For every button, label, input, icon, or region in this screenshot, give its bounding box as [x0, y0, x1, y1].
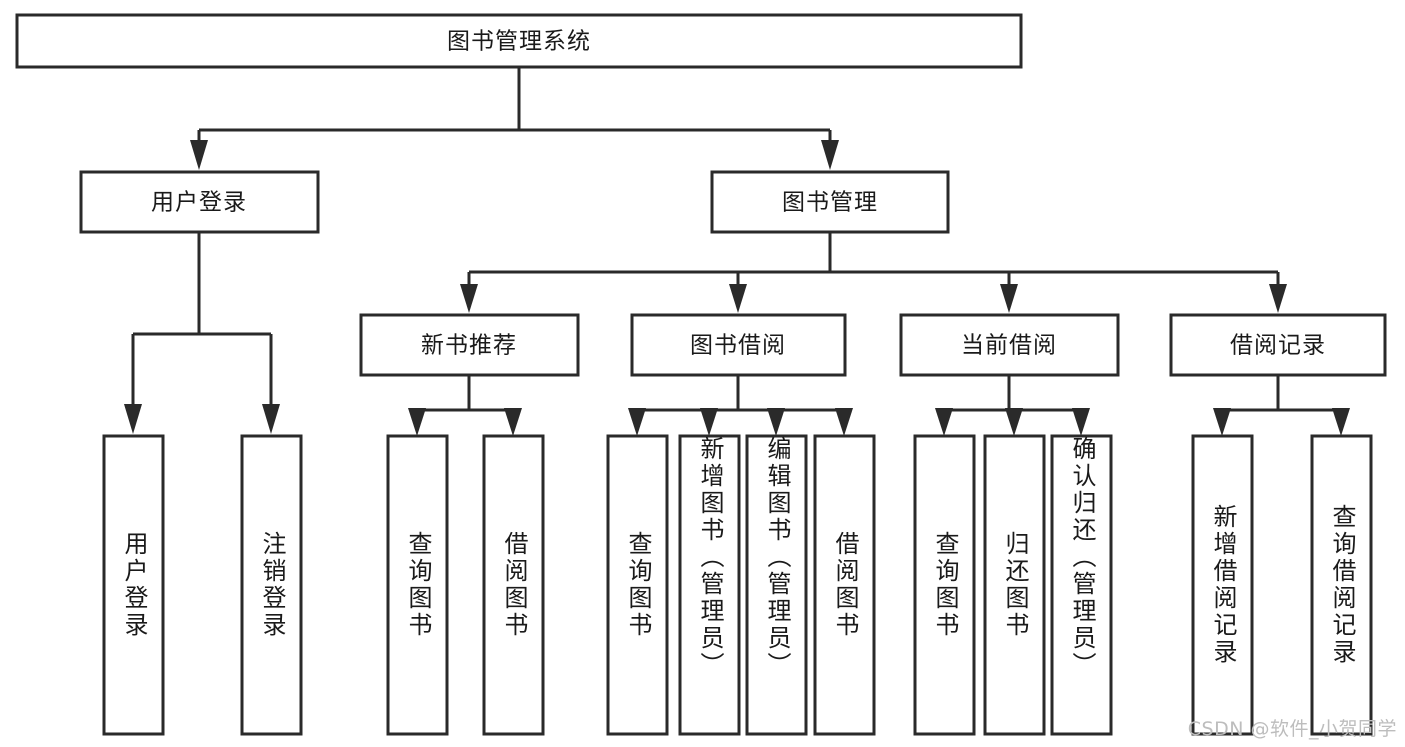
node-root-label: 图书管理系统 — [447, 29, 591, 55]
arrow-head-bookborrow-leaf-2 — [700, 408, 718, 436]
node-user-login-label: 用户登录 — [151, 190, 247, 216]
leaf-box-user-login-1[interactable] — [102, 434, 165, 736]
arrow-head-leaf-logout — [262, 404, 280, 434]
connector-group — [124, 67, 1350, 436]
node-borrow-record-box — [1169, 313, 1387, 377]
arrow-head-borrowrecord-leaf-1 — [1213, 408, 1231, 436]
arrow-head-borrowrecord-leaf-2 — [1332, 408, 1350, 436]
arrow-head-newbook-leaf-1 — [408, 408, 426, 436]
node-new-book-recommend[interactable]: 新书推荐 — [359, 313, 580, 377]
node-new-book-recommend-label: 新书推荐 — [421, 333, 517, 359]
node-borrow-record[interactable]: 借阅记录 — [1169, 313, 1387, 377]
leaf-box-group — [102, 434, 1373, 736]
node-user-login[interactable]: 用户登录 — [79, 170, 320, 234]
arrow-head-book-borrow — [729, 284, 747, 313]
arrow-head-newbook-leaf-2 — [504, 408, 522, 436]
node-book-borrow-box — [630, 313, 847, 377]
node-borrow-record-label: 借阅记录 — [1230, 333, 1326, 359]
csdn-watermark: CSDN @软件_小贺同学 — [1187, 718, 1397, 740]
node-current-borrow-box — [899, 313, 1120, 377]
leaf-box-user-login-2[interactable] — [240, 434, 303, 736]
node-user-login-box — [79, 170, 320, 234]
leaf-box-borrow-record-2[interactable] — [1310, 434, 1373, 736]
leaf-box-current-borrow-1[interactable] — [913, 434, 976, 736]
arrow-head-currentborrow-leaf-2 — [1005, 408, 1023, 436]
arrow-head-user-login — [190, 140, 208, 170]
arrow-head-current-borrow — [1000, 284, 1018, 313]
node-book-manage-label: 图书管理 — [782, 190, 878, 216]
arrow-head-new-book — [460, 284, 478, 313]
leaf-box-new-book-2[interactable] — [482, 434, 545, 736]
arrow-head-bookborrow-leaf-3 — [767, 408, 785, 436]
arrow-head-book-manage — [821, 140, 839, 170]
node-book-manage-box — [710, 170, 950, 234]
leaf-box-borrow-record-1[interactable] — [1191, 434, 1254, 736]
node-new-book-recommend-box — [359, 313, 580, 377]
arrow-head-currentborrow-leaf-1 — [935, 408, 953, 436]
leaf-box-book-borrow-2[interactable] — [678, 434, 741, 736]
node-book-borrow[interactable]: 图书借阅 — [630, 313, 847, 377]
leaf-box-book-borrow-4[interactable] — [813, 434, 876, 736]
leaf-box-current-borrow-2[interactable] — [983, 434, 1046, 736]
arrow-head-borrow-record — [1269, 284, 1287, 313]
node-book-borrow-label: 图书借阅 — [690, 333, 786, 359]
node-current-borrow-label: 当前借阅 — [961, 333, 1057, 359]
node-book-manage[interactable]: 图书管理 — [710, 170, 950, 234]
arrow-head-bookborrow-leaf-1 — [628, 408, 646, 436]
leaf-box-new-book-1[interactable] — [386, 434, 449, 736]
node-root-box — [15, 13, 1023, 69]
arrow-head-bookborrow-leaf-4 — [835, 408, 853, 436]
leaf-box-book-borrow-1[interactable] — [606, 434, 669, 736]
node-current-borrow[interactable]: 当前借阅 — [899, 313, 1120, 377]
leaf-box-current-borrow-3[interactable] — [1050, 434, 1113, 736]
arrow-head-leaf-user-login — [124, 404, 142, 434]
arrow-head-currentborrow-leaf-3 — [1072, 408, 1090, 436]
node-root[interactable]: 图书管理系统 — [15, 13, 1023, 69]
leaf-box-book-borrow-3[interactable] — [745, 434, 808, 736]
